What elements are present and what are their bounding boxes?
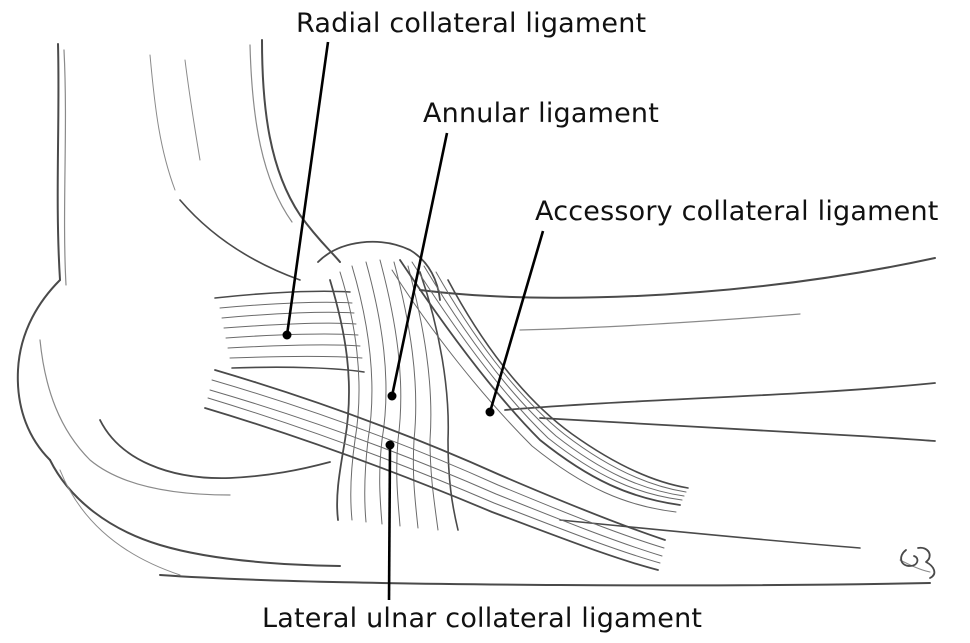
label-accessory-collateral-ligament: Accessory collateral ligament [535,196,939,227]
label-annular-ligament: Annular ligament [423,98,659,129]
leader-radial-collateral [283,42,329,340]
leader-annular [388,133,448,401]
lateral-ulnar-collateral-ligament [205,370,665,570]
label-lateral-ulnar-collateral-ligament: Lateral ulnar collateral ligament [262,603,702,634]
label-radial-collateral-ligament: Radial collateral ligament [296,8,646,39]
annular-ligament [318,242,458,530]
humerus-outline [58,40,340,285]
leader-lateral-ulnar-collateral [386,441,395,601]
forearm-outline [420,258,935,572]
